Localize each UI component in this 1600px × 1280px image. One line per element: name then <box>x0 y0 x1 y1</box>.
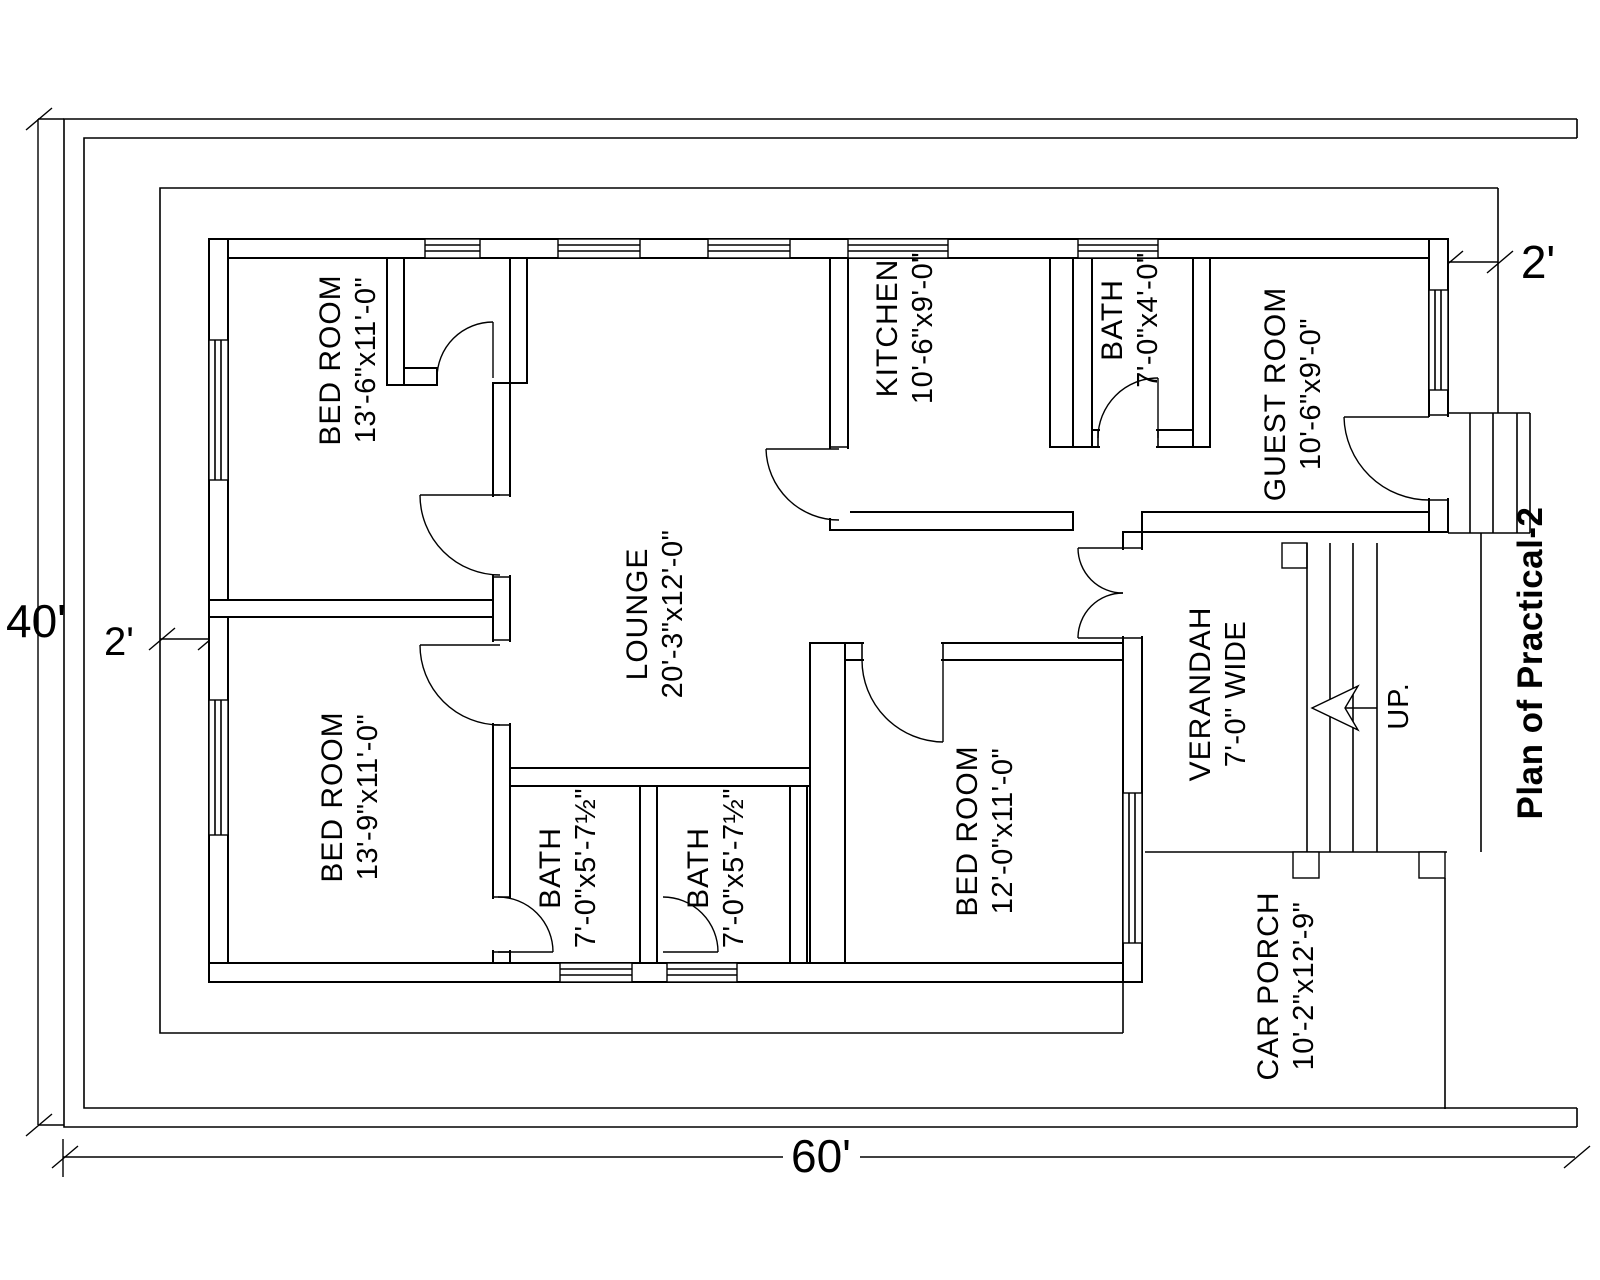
svg-text:7'-0"x5'-7½": 7'-0"x5'-7½" <box>718 788 750 948</box>
window <box>707 238 791 259</box>
window <box>208 339 229 481</box>
svg-text:12'-0"x11'-0": 12'-0"x11'-0" <box>987 748 1019 915</box>
wall-north <box>208 238 1449 259</box>
svg-text:BED ROOM: BED ROOM <box>314 274 347 445</box>
windows <box>208 238 1449 983</box>
dimension-labels: 40' 60' 2' 2' <box>6 236 1555 1182</box>
door-bath2 <box>662 896 719 953</box>
drawing-title: Plan of Practical-2 <box>1511 507 1550 820</box>
tick <box>1486 250 1514 274</box>
window <box>847 238 949 259</box>
svg-text:CAR PORCH: CAR PORCH <box>1252 891 1285 1080</box>
wall-lounge-south <box>509 767 811 787</box>
wall-closet-left <box>386 257 405 386</box>
door-kitchen <box>765 448 840 521</box>
window <box>208 699 229 836</box>
window <box>424 238 481 259</box>
door-bedroom2 <box>419 644 501 726</box>
wall-bath2-east <box>789 785 808 964</box>
svg-text:13'-6"x11'-0": 13'-6"x11'-0" <box>350 277 382 444</box>
svg-text:BED ROOM: BED ROOM <box>951 745 984 916</box>
door-bath-top <box>1097 377 1159 439</box>
svg-text:GUEST ROOM: GUEST ROOM <box>1259 287 1292 501</box>
svg-text:KITCHEN: KITCHEN <box>871 259 904 398</box>
wall-guest-south <box>1141 511 1430 533</box>
stairs-up-label: UP. <box>1383 682 1415 730</box>
door-openings <box>491 414 1450 953</box>
tick <box>25 1113 53 1137</box>
window <box>557 238 641 259</box>
window <box>1428 289 1449 391</box>
wall-closet-stub <box>403 367 438 386</box>
wall-lounge-west-upper <box>509 257 528 384</box>
svg-text:BED ROOM: BED ROOM <box>316 711 349 882</box>
pillar <box>1292 851 1320 879</box>
svg-text:BATH: BATH <box>534 827 567 909</box>
pillar <box>1418 851 1446 879</box>
tick <box>25 107 53 131</box>
dimension-lines <box>25 107 1591 1177</box>
compound-wall <box>63 118 1578 1128</box>
stairs <box>1281 542 1378 852</box>
svg-text:7'-0"x5'-7½": 7'-0"x5'-7½" <box>570 788 602 948</box>
dim-setback-left: 2' <box>104 620 134 664</box>
svg-text:10'-2"x12'-9": 10'-2"x12'-9" <box>1288 902 1320 1071</box>
window <box>1122 792 1143 944</box>
wall-kitchen-south <box>829 511 1074 531</box>
svg-text:10'-6"x9'-0": 10'-6"x9'-0" <box>907 252 939 404</box>
svg-text:VERANDAH: VERANDAH <box>1184 607 1217 782</box>
svg-text:7'-0"x4'-0": 7'-0"x4'-0" <box>1132 252 1164 388</box>
svg-text:BATH: BATH <box>682 827 715 909</box>
window <box>666 962 738 983</box>
tick <box>148 627 176 651</box>
dim-width-label: 60' <box>791 1130 851 1182</box>
svg-text:7'-0" WIDE: 7'-0" WIDE <box>1220 621 1252 768</box>
svg-text:13'-9"x11'-0": 13'-9"x11'-0" <box>352 714 384 881</box>
door-bedroom3 <box>861 659 944 743</box>
wall-kitchen-east <box>1049 257 1074 448</box>
wall-bedroom3-west <box>809 642 846 964</box>
wall-bathtop-west <box>1072 257 1093 448</box>
wall-bath1-east <box>639 785 658 964</box>
svg-text:LOUNGE: LOUNGE <box>621 548 654 681</box>
dim-height-label: 40' <box>6 595 66 647</box>
svg-text:BATH: BATH <box>1096 279 1129 361</box>
door-main-entrance <box>1343 416 1430 501</box>
dim-setback-right: 2' <box>1521 236 1555 288</box>
doors <box>419 321 1430 953</box>
car-porch-outline <box>1145 851 1447 1109</box>
door-bath1 <box>497 896 554 953</box>
window <box>559 962 633 983</box>
pillar <box>1281 542 1308 569</box>
svg-text:Plan of Practical-2: Plan of Practical-2 <box>1511 507 1550 820</box>
yard-line <box>159 187 1499 1034</box>
tick <box>51 1145 79 1169</box>
wall-bedroom-divider <box>208 599 494 618</box>
door-verandah-double <box>1077 547 1124 639</box>
wall-guest-west <box>1192 257 1211 448</box>
up-arrow-head <box>1310 684 1360 732</box>
svg-text:UP.: UP. <box>1383 682 1415 730</box>
entrance-steps <box>1448 412 1531 534</box>
door-bedroom1 <box>419 494 501 576</box>
svg-text:10'-6"x9'-0": 10'-6"x9'-0" <box>1295 318 1327 470</box>
window <box>1077 238 1159 259</box>
svg-text:20'-3"x12'-0": 20'-3"x12'-0" <box>657 530 689 699</box>
door-closet <box>436 321 494 379</box>
tick <box>1563 1145 1591 1169</box>
